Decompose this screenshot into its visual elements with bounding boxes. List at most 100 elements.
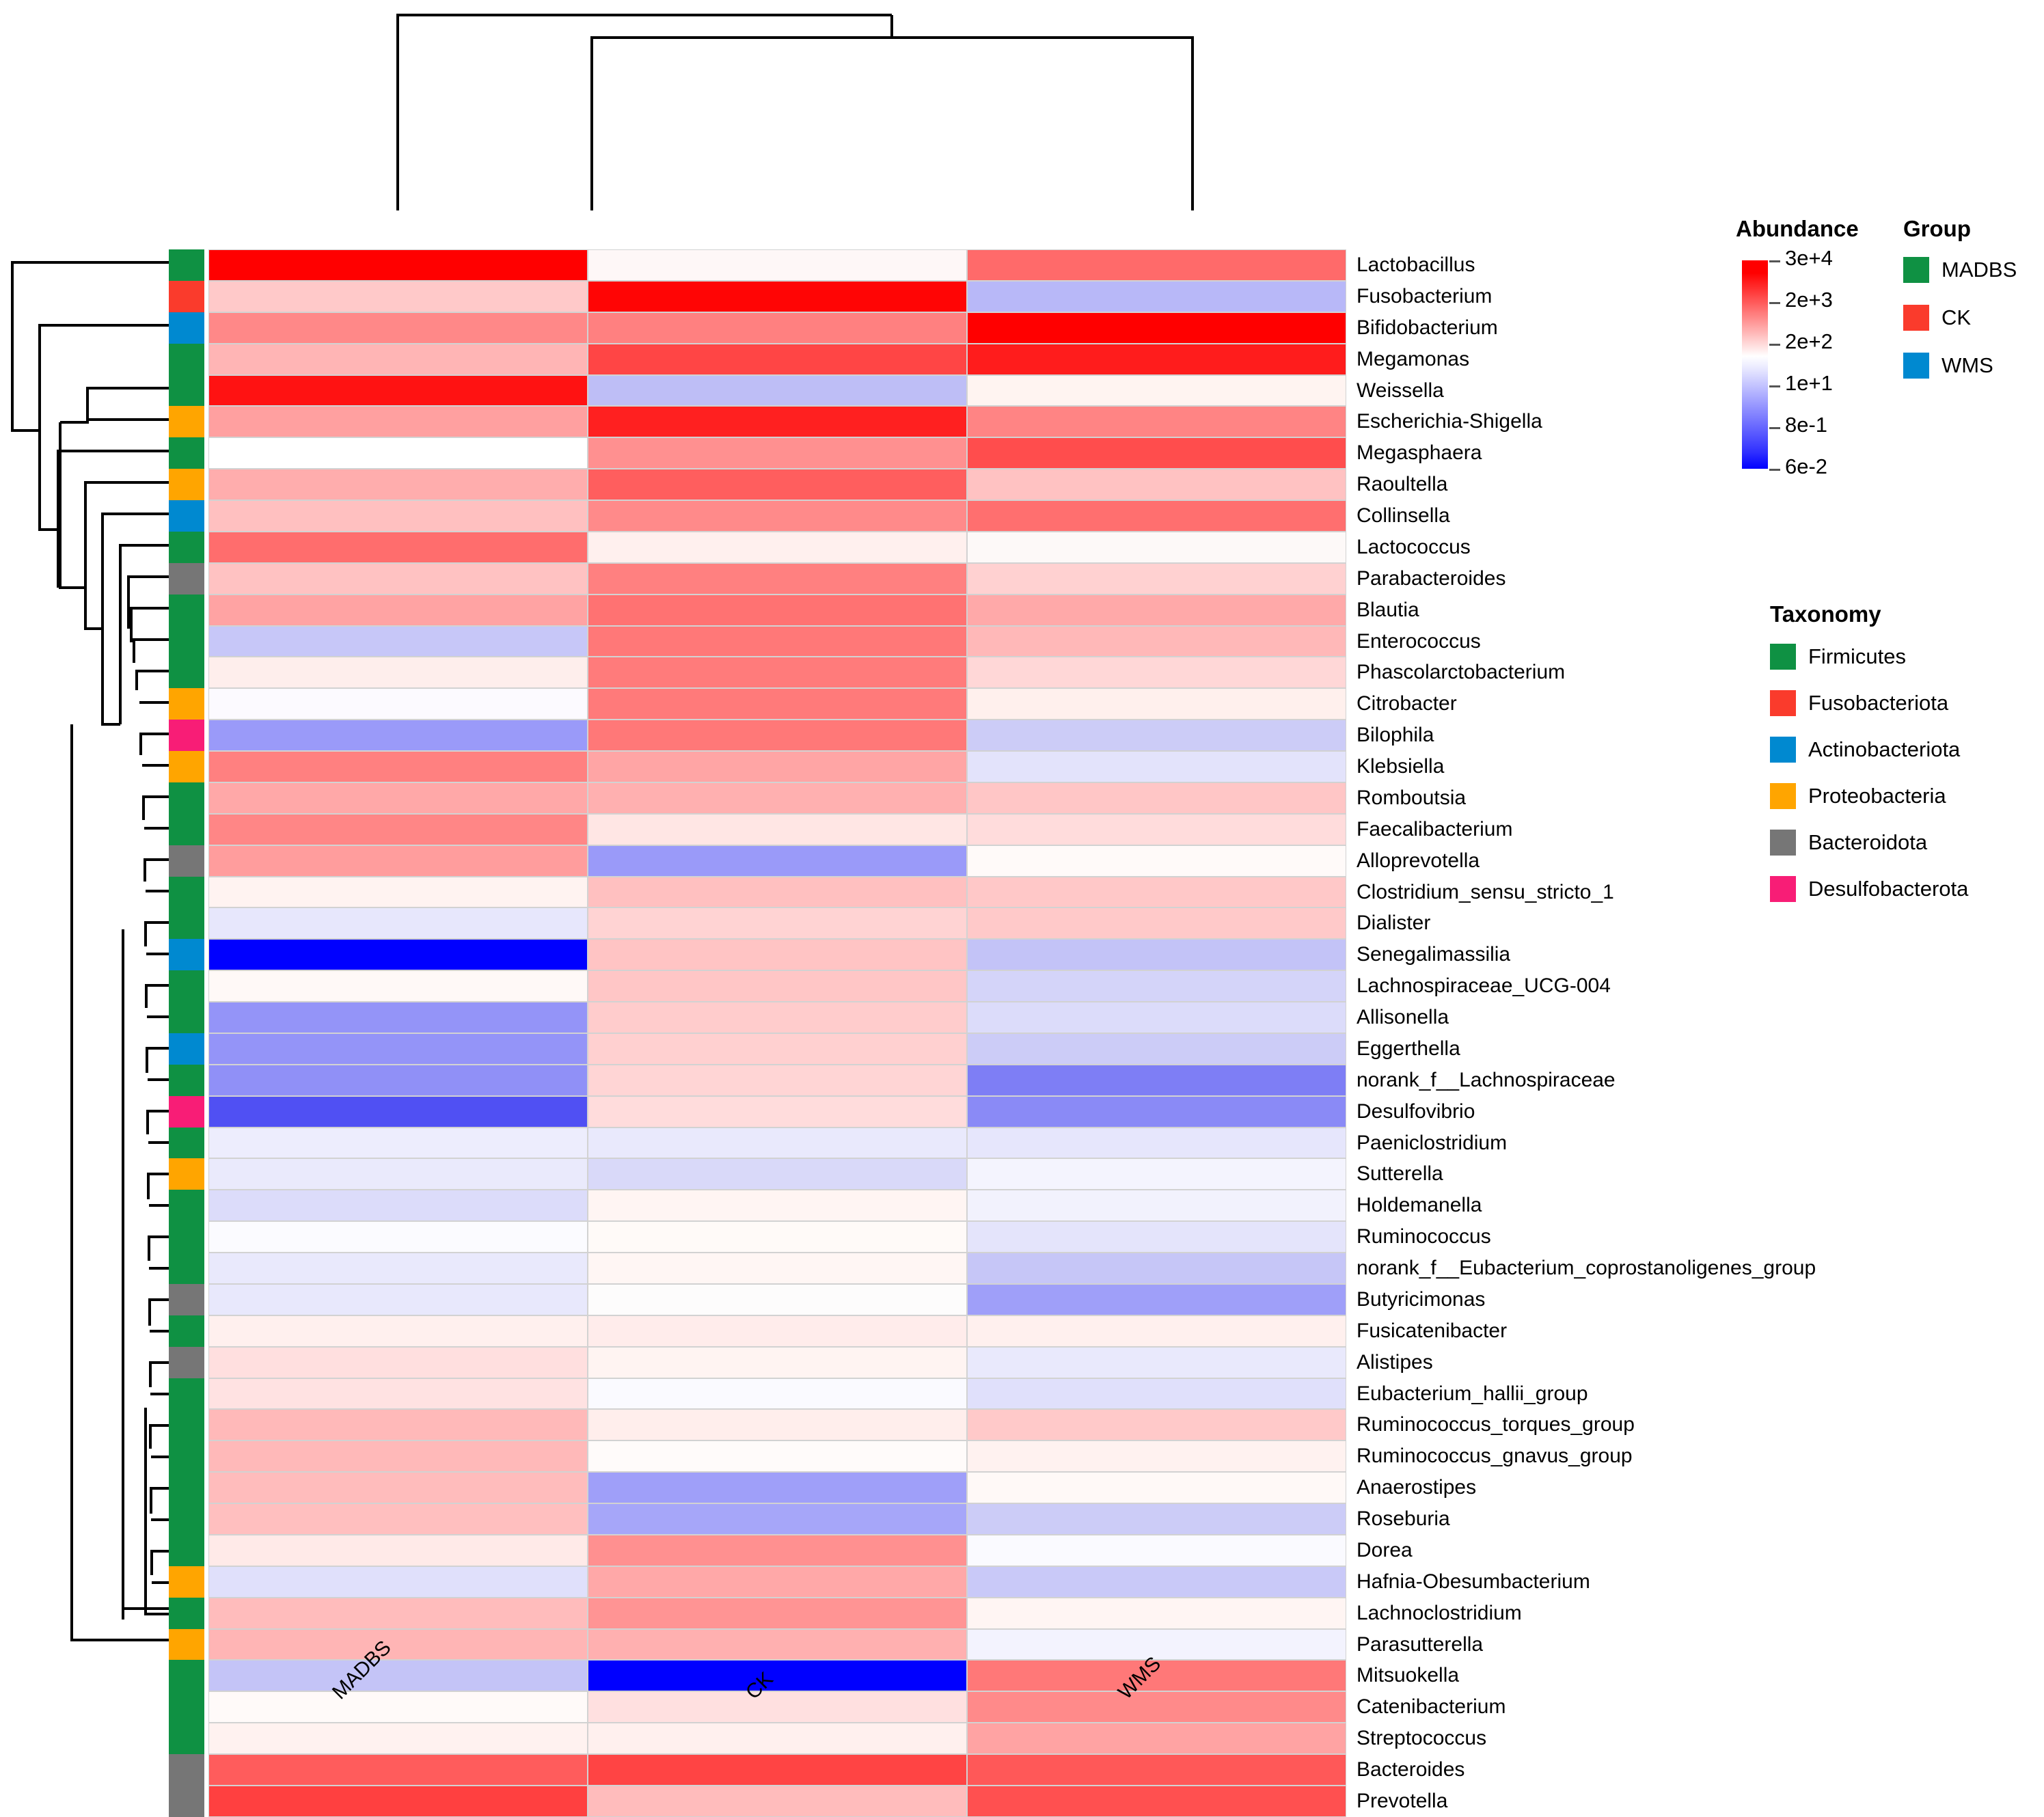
taxonomy-strip-cell: [169, 312, 204, 344]
heatmap-cell: [967, 657, 1346, 689]
row-label: Hafnia-Obesumbacterium: [1357, 1570, 1590, 1593]
heatmap-cell: [967, 1628, 1346, 1661]
heatmap-cell: [967, 876, 1346, 908]
row-label: Ruminococcus: [1357, 1225, 1491, 1248]
colorbar-tick-label: 6e-2: [1785, 454, 1828, 478]
row-label: Enterococcus: [1357, 629, 1481, 653]
heatmap-row: [208, 1409, 1346, 1441]
abundance-legend-label: Abundance: [1736, 216, 1859, 241]
heatmap-row: [208, 845, 1346, 877]
taxonomy-strip-cell: [169, 1691, 204, 1723]
legend-item-label: Fusobacteriota: [1808, 691, 1949, 715]
heatmap-cell: [967, 1785, 1346, 1817]
heatmap-row: [208, 1628, 1346, 1661]
taxonomy-strip-cell: [169, 1723, 204, 1754]
row-label: Roseburia: [1357, 1507, 1450, 1530]
heatmap-cell: [208, 562, 588, 595]
heatmap-cell: [208, 1315, 588, 1347]
taxonomy-strip-cell: [169, 1315, 204, 1347]
taxonomy-strip-cell: [169, 500, 204, 532]
legend-item: Firmicutes: [1770, 644, 1968, 670]
heatmap-cell: [588, 1754, 967, 1786]
row-label: Faecalibacterium: [1357, 817, 1513, 841]
heatmap-cell: [588, 374, 967, 407]
heatmap-cell: [588, 1472, 967, 1503]
heatmap-cell: [588, 970, 967, 1002]
colorbar-tick: [1769, 302, 1780, 304]
legend-item: Actinobacteriota: [1770, 737, 1968, 763]
row-label: Raoultella: [1357, 473, 1448, 496]
row-label: Bifidobacterium: [1357, 316, 1498, 339]
heatmap-cell: [208, 1503, 588, 1535]
taxonomy-strip-cell: [169, 939, 204, 971]
heatmap-cell: [588, 1378, 967, 1410]
heatmap-cell: [588, 907, 967, 940]
row-label: Butyricimonas: [1357, 1287, 1486, 1311]
row-label: Alistipes: [1357, 1350, 1433, 1374]
taxonomy-strip-cell: [169, 280, 204, 312]
heatmap-cell: [967, 1472, 1346, 1503]
heatmap-cell: [588, 688, 967, 720]
heatmap-cell: [967, 688, 1346, 720]
row-label: Desulfovibrio: [1357, 1099, 1475, 1123]
heatmap-cell: [588, 1723, 967, 1754]
legend-item: Desulfobacterota: [1770, 876, 1968, 902]
heatmap-cell: [967, 1378, 1346, 1410]
heatmap-cell: [588, 1628, 967, 1661]
legend-item: Fusobacteriota: [1770, 690, 1968, 716]
heatmap-row: [208, 1378, 1346, 1410]
heatmap-row: [208, 1002, 1346, 1033]
row-label: Ruminococcus_gnavus_group: [1357, 1445, 1633, 1468]
heatmap-cell: [208, 970, 588, 1002]
heatmap-cell: [208, 1597, 588, 1629]
heatmap-cell: [967, 751, 1346, 782]
heatmap-cell: [208, 813, 588, 845]
heatmap-cell: [588, 625, 967, 657]
taxonomy-strip-cell: [169, 1221, 204, 1253]
row-label: Dorea: [1357, 1538, 1413, 1561]
taxonomy-strip-cell: [169, 1346, 204, 1378]
row-label: Eubacterium_hallii_group: [1357, 1382, 1588, 1405]
legend-swatch: [1903, 257, 1929, 283]
heatmap-row: [208, 1315, 1346, 1347]
heatmap-cell: [967, 1253, 1346, 1284]
heatmap-row: [208, 688, 1346, 720]
heatmap-row: [208, 594, 1346, 626]
heatmap-cell: [588, 249, 967, 281]
heatmap-cell: [208, 1660, 588, 1692]
legend-item-label: Actinobacteriota: [1808, 737, 1961, 761]
legend-item: CK: [1903, 305, 2017, 331]
heatmap-cell: [967, 1409, 1346, 1441]
taxonomy-strip-cell: [169, 1253, 204, 1284]
heatmap-cell: [588, 1064, 967, 1096]
heatmap-cell: [208, 876, 588, 908]
heatmap-cell: [208, 343, 588, 375]
colorbar-tick: [1769, 385, 1780, 387]
heatmap-cell: [208, 1221, 588, 1253]
heatmap-cell: [588, 1095, 967, 1128]
heatmap-cell: [588, 437, 967, 469]
heatmap-row: [208, 1033, 1346, 1065]
heatmap-cell: [208, 1190, 588, 1222]
heatmap-row: [208, 907, 1346, 940]
row-label: Megasphaera: [1357, 441, 1482, 465]
heatmap-cell: [208, 625, 588, 657]
taxonomy-strip-cell: [169, 782, 204, 814]
heatmap-cell: [208, 1158, 588, 1190]
row-label: Bilophila: [1357, 724, 1434, 747]
heatmap-cell: [588, 312, 967, 344]
heatmap-cell: [208, 374, 588, 407]
heatmap-row: [208, 562, 1346, 595]
taxonomy-strip-cell: [169, 1033, 204, 1065]
row-label: Dialister: [1357, 912, 1431, 935]
heatmap-cell: [208, 782, 588, 814]
taxonomy-strip-cell: [169, 1472, 204, 1503]
taxonomy-strip-cell: [169, 1754, 204, 1786]
heatmap-cell: [588, 1002, 967, 1033]
colorbar-tick-label: 3e+4: [1785, 246, 1833, 270]
heatmap-cell: [208, 657, 588, 689]
legend-swatch: [1770, 783, 1796, 809]
heatmap-cell: [967, 1315, 1346, 1347]
heatmap-cell: [588, 1127, 967, 1159]
heatmap-cell: [208, 1002, 588, 1033]
